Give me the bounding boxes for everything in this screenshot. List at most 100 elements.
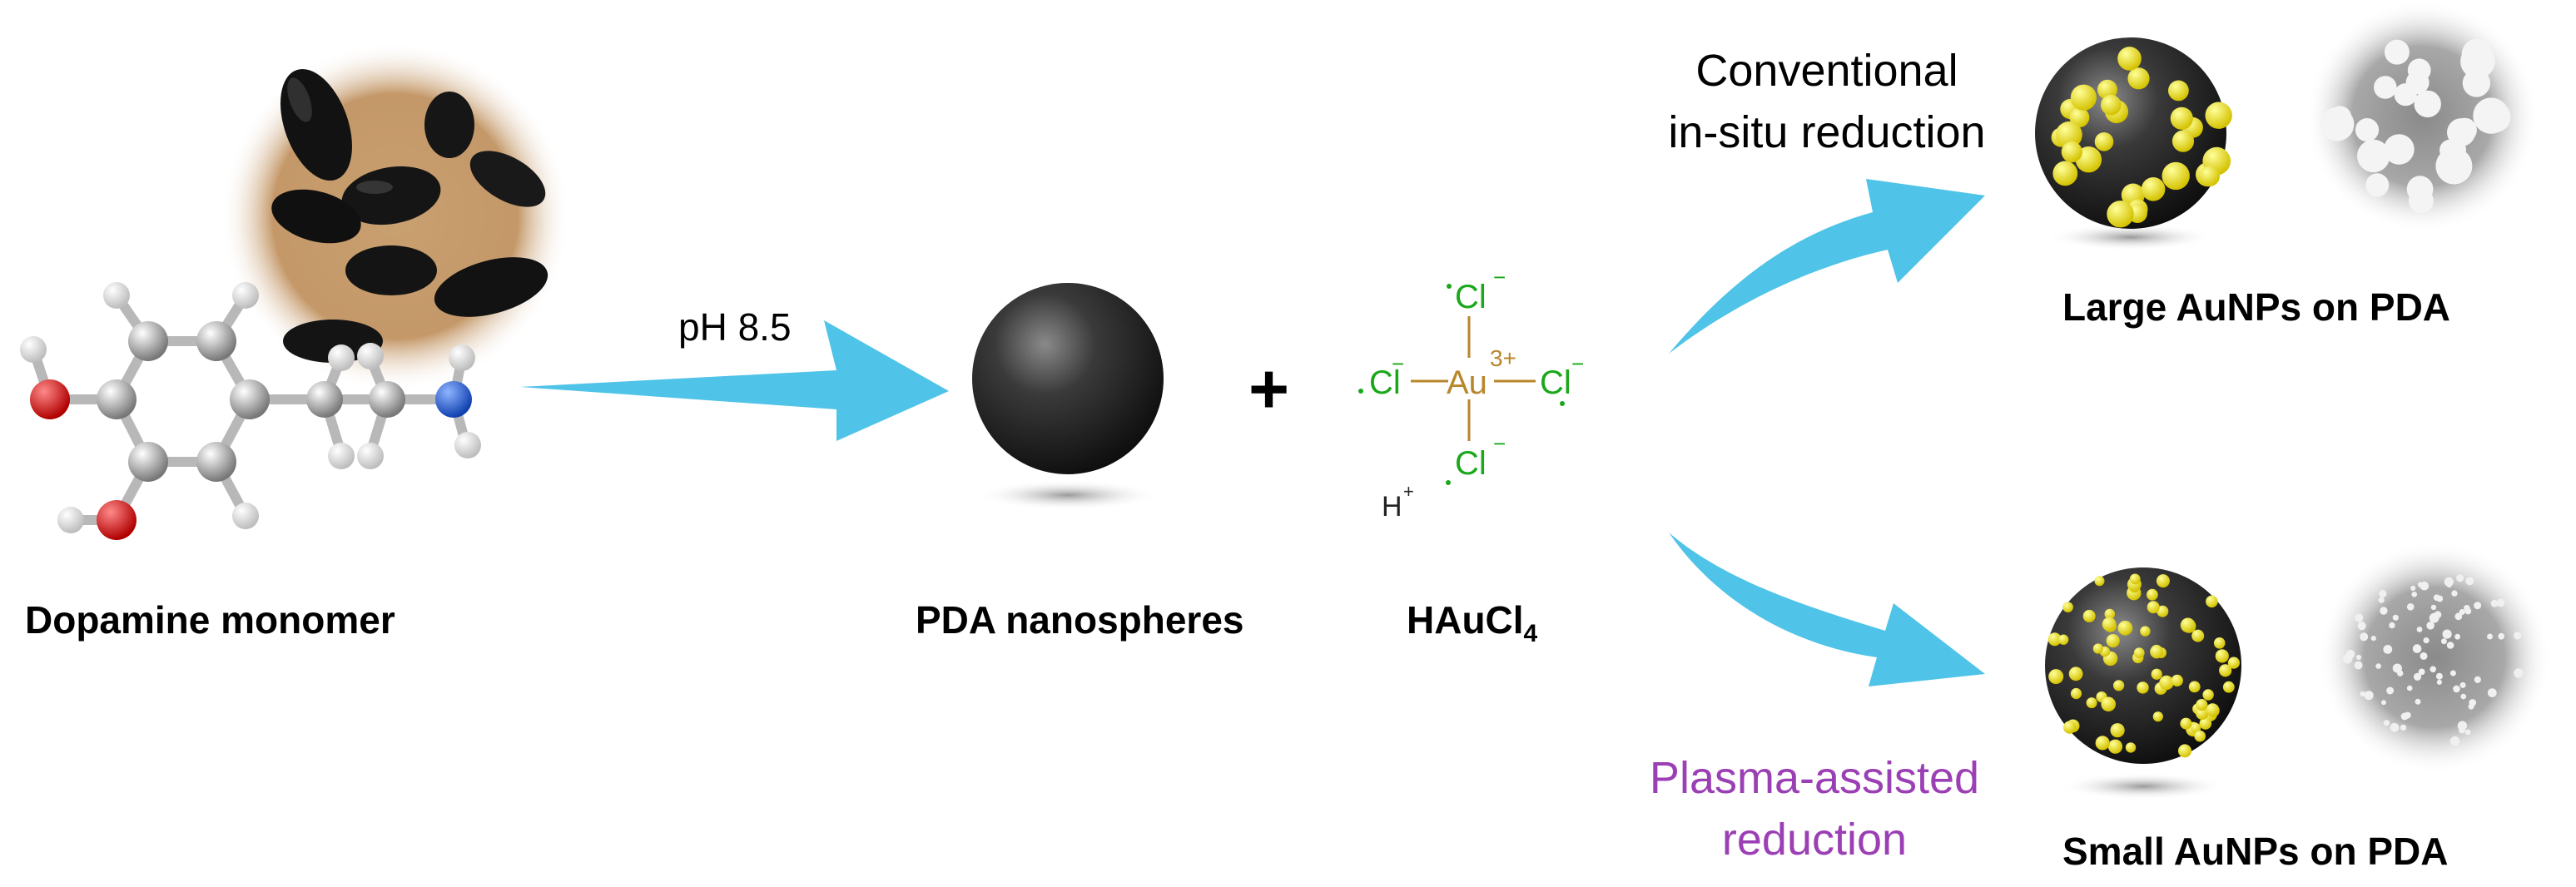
tem-particle <box>2404 711 2411 719</box>
tem-particle <box>2394 83 2417 107</box>
tem-particle <box>2487 688 2497 697</box>
gold-nanoparticle <box>2171 130 2195 152</box>
tem-particle <box>2386 686 2395 695</box>
gold-nanoparticle <box>2199 717 2212 730</box>
pda-nanosphere <box>972 283 1164 510</box>
tem-particle <box>2469 699 2477 706</box>
tem-particle <box>2370 636 2376 642</box>
gold-nanoparticle <box>2150 645 2164 659</box>
tem-particle <box>2411 592 2417 597</box>
haucl4-text: HAuCl <box>1407 598 1524 642</box>
gold-nanoparticle <box>2047 632 2062 647</box>
label-pda-nanospheres: PDA nanospheres <box>916 598 1244 642</box>
tem-particle <box>2444 577 2454 587</box>
tem-particle <box>2384 39 2410 65</box>
large-aunp-particle <box>2035 37 2232 250</box>
tem-particle <box>2415 698 2421 705</box>
tem-particle <box>2440 638 2447 645</box>
tem-particle <box>2459 681 2466 688</box>
gold-nanoparticle <box>2052 161 2078 186</box>
gold-nanoparticle <box>2070 687 2082 700</box>
gold-nanoparticle <box>2133 647 2145 659</box>
gold-nanoparticle <box>2055 121 2082 148</box>
tem-particle <box>2418 668 2425 676</box>
plasma-line2: reduction <box>1721 815 1908 865</box>
tem-particle <box>2417 582 2424 587</box>
label-plasma: Plasma-assisted reduction <box>1650 747 1979 870</box>
tem-particle <box>2487 633 2493 640</box>
gold-nanoparticle <box>2070 84 2097 111</box>
label-small-aunps: Small AuNPs on PDA <box>2062 830 2449 873</box>
tem-particle <box>2454 633 2461 640</box>
label-conventional: Conventional in-situ reduction <box>1668 40 1985 163</box>
gold-nanoparticle <box>2097 79 2117 100</box>
label-dopamine-monomer: Dopamine monomer <box>25 598 395 642</box>
arrow-polymerization <box>520 320 949 441</box>
gold-nanoparticle <box>2102 617 2117 632</box>
gold-nanoparticle <box>2170 107 2193 130</box>
tem-particle <box>2365 173 2390 197</box>
gold-nanoparticle <box>2117 621 2133 636</box>
tem-particle <box>2498 632 2505 640</box>
conventional-line2: in-situ reduction <box>1668 107 1986 157</box>
tem-particle <box>2355 654 2362 661</box>
gold-nanoparticle <box>2162 161 2190 191</box>
gold-nanoparticle <box>2127 67 2150 90</box>
tem-particle <box>2464 607 2472 615</box>
tem-particle <box>2449 670 2456 676</box>
gold-nanoparticle <box>2141 177 2166 201</box>
gold-nanoparticle <box>2215 649 2229 663</box>
gold-nanoparticle <box>2107 739 2123 754</box>
cl-right: Cl <box>1540 364 1571 401</box>
gold-nanoparticle <box>2069 107 2090 128</box>
tem-particle <box>2383 720 2390 726</box>
tem-particle <box>2389 622 2395 629</box>
gold-nanoparticle <box>2094 132 2114 151</box>
gold-nanoparticle <box>2227 657 2240 669</box>
proton-charge: + <box>1403 481 1414 502</box>
gold-nanoparticle <box>2156 574 2170 588</box>
tem-particle <box>2464 729 2471 736</box>
gold-nanoparticle <box>2094 576 2105 587</box>
tem-particle <box>2462 69 2491 97</box>
gold-nanoparticle <box>2095 736 2110 751</box>
au-center: Au <box>1447 364 1487 401</box>
gold-nanoparticle <box>2110 723 2125 738</box>
tem-particle <box>2433 594 2440 601</box>
gold-nanoparticle <box>2048 669 2064 685</box>
gold-nanoparticle <box>2092 643 2103 654</box>
tem-particle <box>2465 577 2474 586</box>
gold-nanoparticle <box>2180 617 2196 633</box>
tem-particle <box>2357 622 2366 631</box>
gold-nanoparticle <box>2206 703 2220 716</box>
tem-particle <box>2378 597 2385 603</box>
tem-particle <box>2496 598 2505 607</box>
gold-nanoparticle <box>2191 722 2201 733</box>
gold-nanoparticle <box>2222 681 2235 693</box>
cl-right-minus: − <box>1571 351 1584 376</box>
gold-nanoparticle <box>2129 573 2141 585</box>
haucl4-subscript: 4 <box>1523 620 1538 648</box>
tem-particle <box>2329 106 2352 129</box>
gold-nanoparticle <box>2202 689 2214 701</box>
tem-particle <box>2420 652 2428 660</box>
tem-particle <box>2454 612 2463 621</box>
gold-nanoparticle <box>2140 626 2151 637</box>
cl-bottom: Cl <box>1455 445 1487 482</box>
gold-nanoparticle <box>2147 588 2158 601</box>
gold-nanoparticle <box>2137 681 2149 694</box>
gold-nanoparticle <box>2117 47 2142 71</box>
arrow-plasma <box>1669 533 1985 686</box>
gold-nanoparticle <box>2062 602 2073 612</box>
tem-particle <box>2430 666 2436 673</box>
gold-nanoparticle <box>2061 141 2082 163</box>
gold-nanoparticle <box>2106 634 2120 648</box>
tem-particle <box>2459 609 2465 615</box>
tem-particle <box>2474 676 2481 684</box>
haucl4-complex: Au 3+ Cl − Cl − Cl − Cl − H + <box>1358 265 1584 523</box>
tem-particle <box>2414 90 2441 118</box>
tem-particle <box>2381 700 2386 706</box>
gold-nanoparticle <box>2180 717 2192 730</box>
tem-particle <box>2409 188 2434 214</box>
